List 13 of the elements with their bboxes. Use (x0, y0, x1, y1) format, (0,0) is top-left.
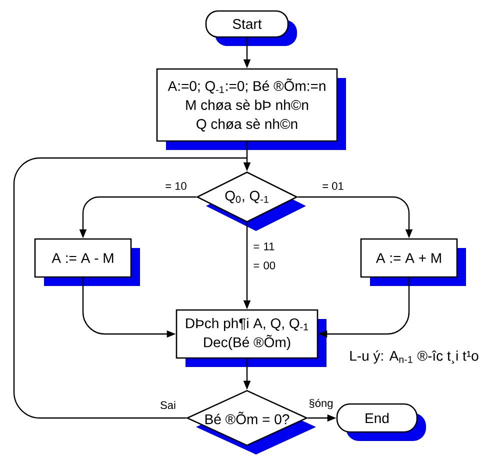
edge-label: = 01 (321, 181, 345, 191)
note-text: L-u ý: A$_{n-1}$ ®-îc t¸i t¹o (350, 350, 478, 364)
connector-line (13, 157, 247, 419)
connector-line (246, 142, 248, 158)
process-box: DÞch ph¶i A, Q, Q$_{-1}$ Dec(Bé ®Õm) (176, 309, 326, 367)
terminal-box: Start (205, 10, 297, 46)
edge-label: Sai (159, 400, 177, 410)
process-box: A := A - M (34, 238, 140, 286)
edge-label: = 10 (164, 181, 188, 191)
terminal-box: End (336, 403, 426, 441)
process-box: A:=0; Q$_{-1}$:=0; Bé ®Õm:=n M chøa sè bÞ nh©n Q chøa sè nh©n (156, 68, 346, 150)
process-box: A := A + M (360, 238, 466, 286)
edge-label: = 11 = 00 (252, 242, 280, 270)
